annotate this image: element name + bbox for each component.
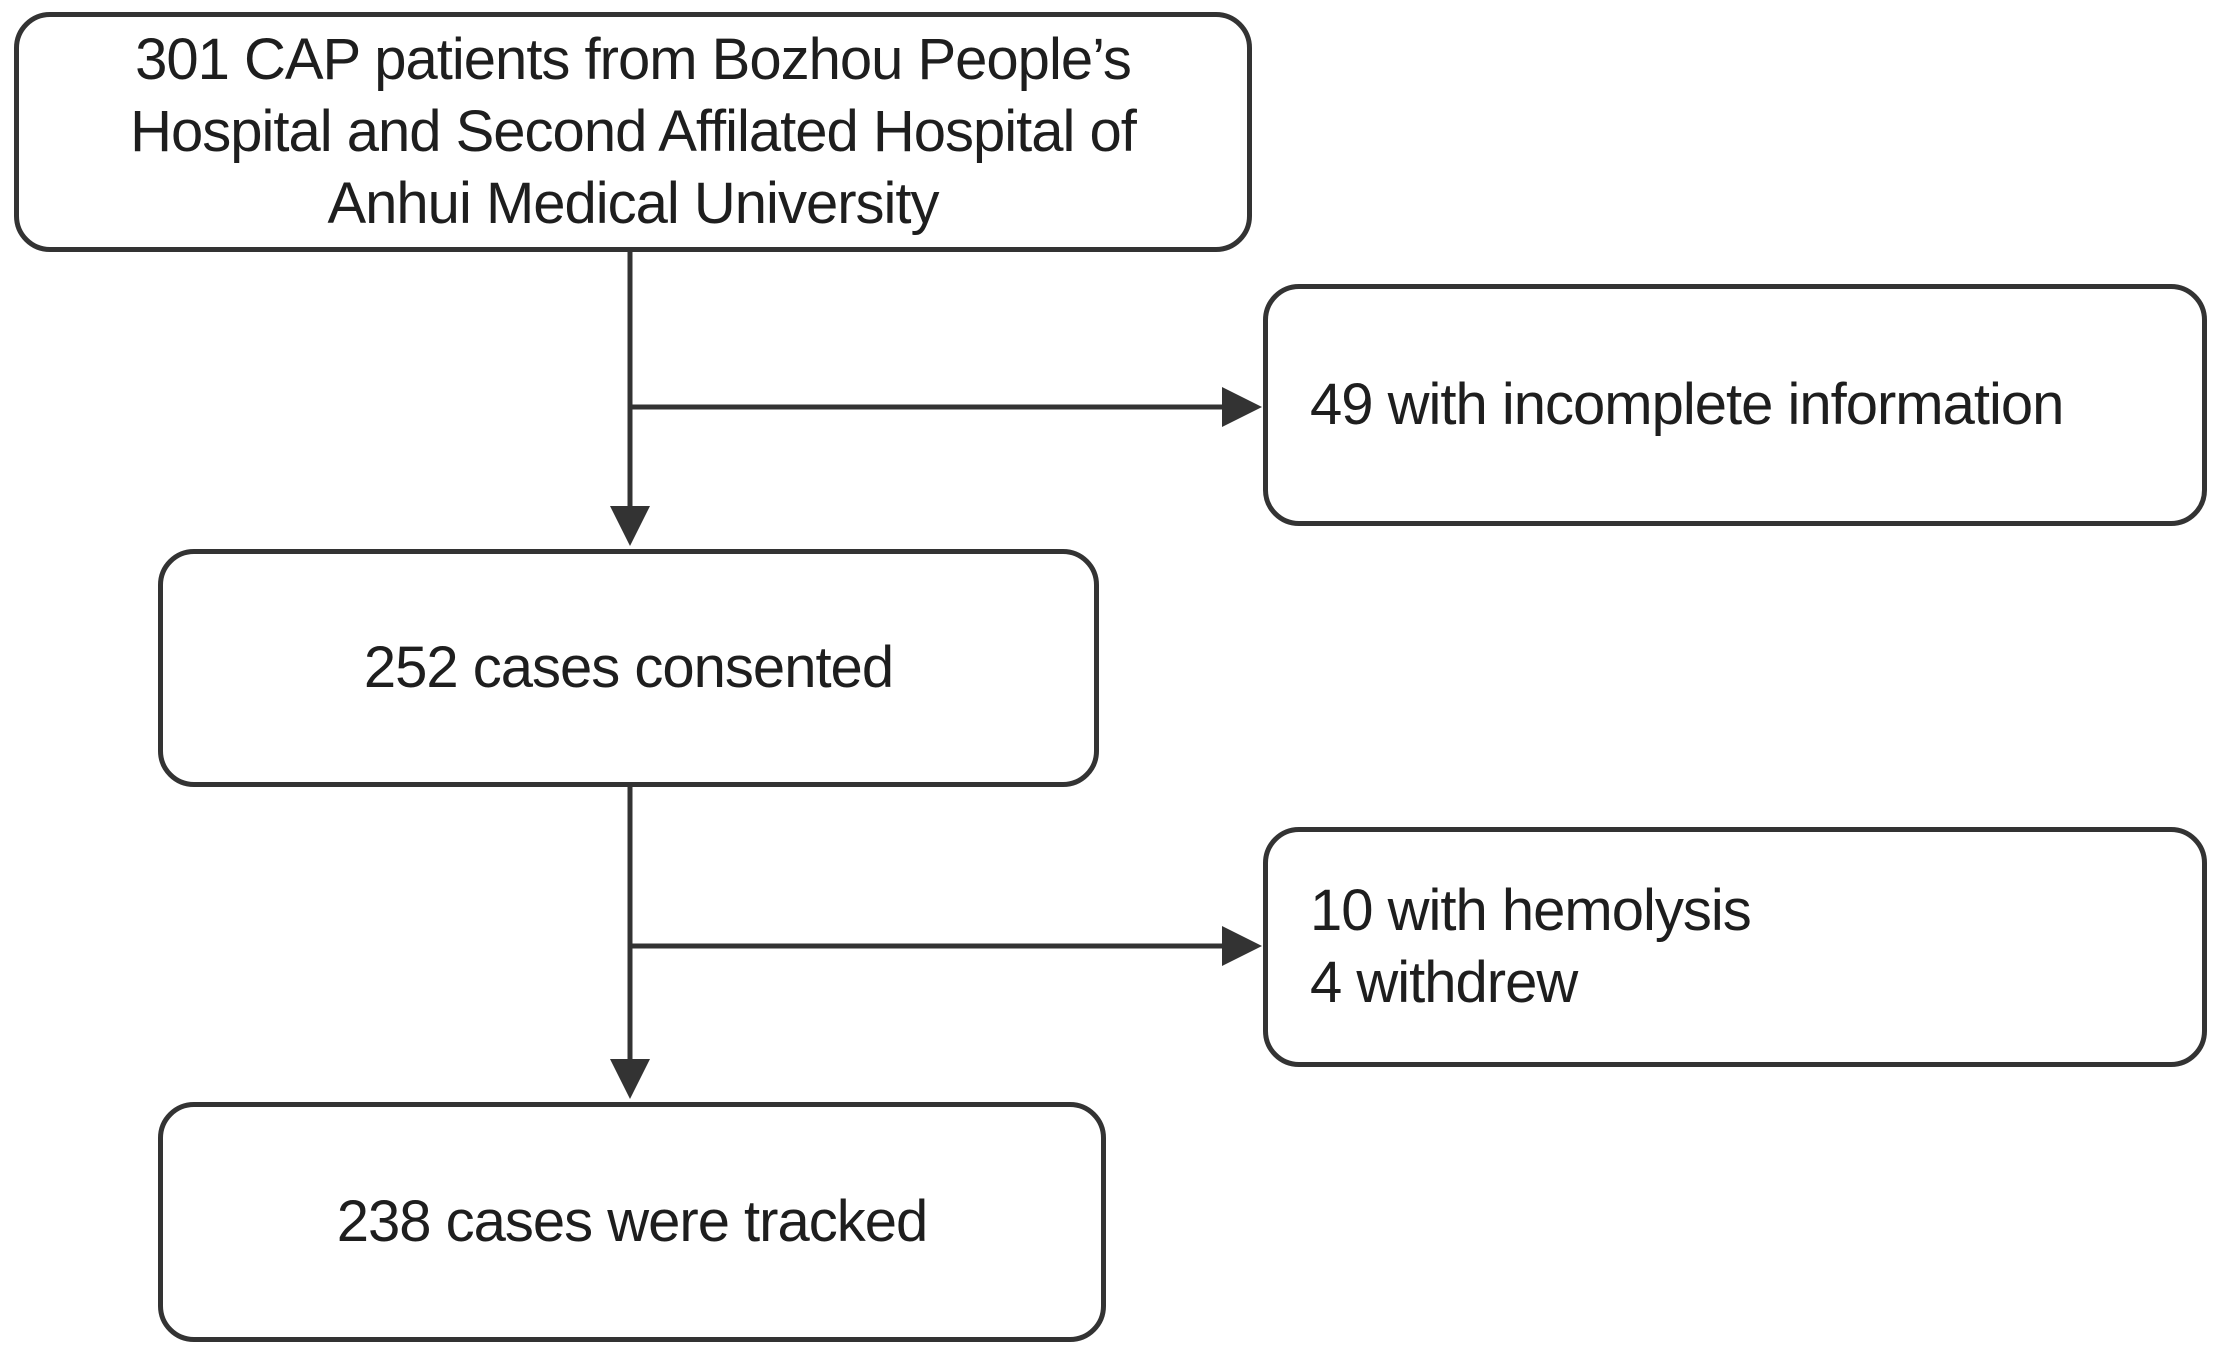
exclusion-text-hemolysis-withdrew: 10 with hemolysis 4 withdrew (1310, 875, 1752, 1019)
exclusion-box-hemolysis-withdrew: 10 with hemolysis 4 withdrew (1263, 827, 2207, 1067)
exclusion-incomplete-line-1: 49 with incomplete information (1310, 372, 2064, 437)
source-population-line-2: Hospital and Second Affilated Hospital o… (130, 99, 1137, 164)
source-population-line-3: Anhui Medical University (327, 171, 939, 236)
source-population-box: 301 CAP patients from Bozhou People’s Ho… (14, 12, 1252, 252)
consented-line-1: 252 cases consented (363, 635, 894, 700)
tracked-box: 238 cases were tracked (158, 1102, 1106, 1342)
exclusion-withdrew-line: 4 withdrew (1310, 950, 1578, 1015)
consented-text: 252 cases consented (363, 632, 894, 704)
exclusion-text-incomplete: 49 with incomplete information (1310, 369, 2064, 441)
consented-box: 252 cases consented (158, 549, 1099, 787)
tracked-text: 238 cases were tracked (336, 1186, 929, 1258)
source-population-line-1: 301 CAP patients from Bozhou People’s (135, 27, 1132, 92)
exclusion-hemolysis-line: 10 with hemolysis (1310, 878, 1752, 943)
tracked-line-1: 238 cases were tracked (336, 1189, 929, 1254)
source-population-text: 301 CAP patients from Bozhou People’s Ho… (130, 24, 1137, 240)
exclusion-box-incomplete: 49 with incomplete information (1263, 284, 2207, 526)
